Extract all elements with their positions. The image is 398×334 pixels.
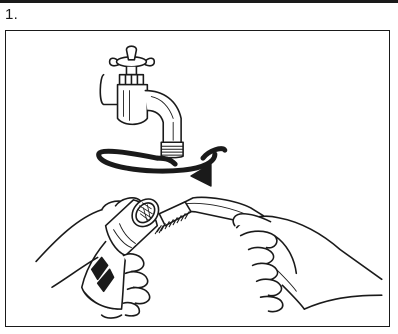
top-rule xyxy=(0,0,398,3)
aerator-icon xyxy=(82,194,164,309)
hand-icon xyxy=(233,214,382,312)
illustration-frame xyxy=(5,30,390,327)
faucet-icon xyxy=(100,46,183,157)
cleaning-illustration xyxy=(6,31,389,326)
step-number: 1. xyxy=(5,6,18,24)
